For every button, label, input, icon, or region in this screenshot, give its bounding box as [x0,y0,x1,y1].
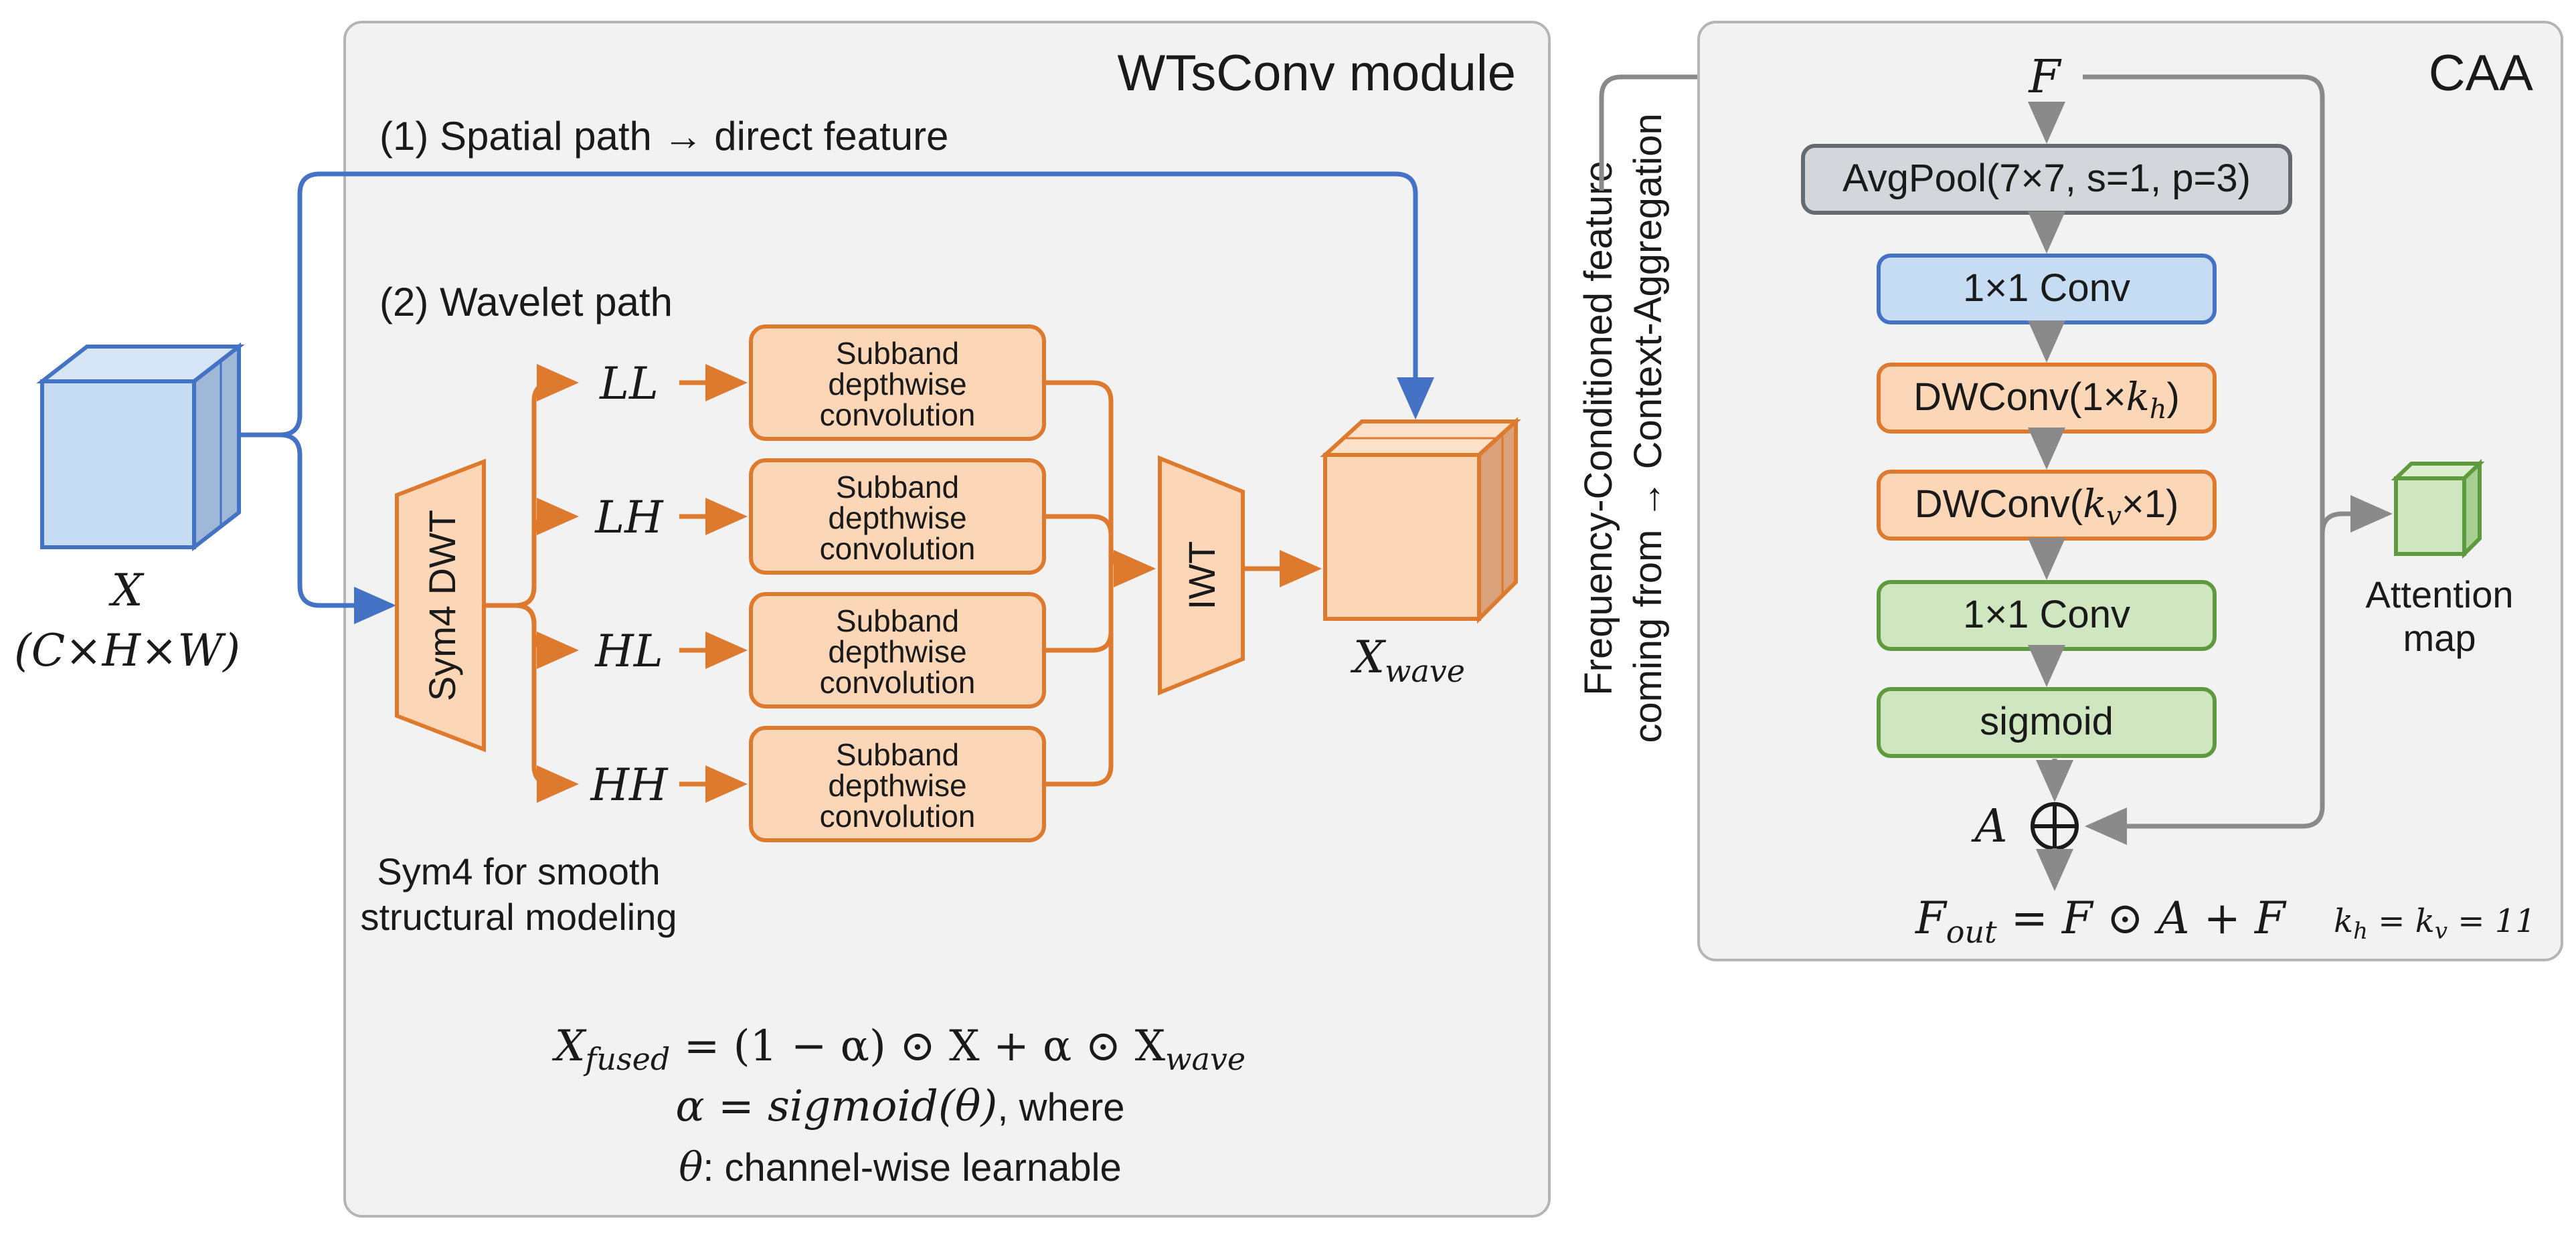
caa-block-2: DWConv(1×kh) [1877,363,2217,434]
feature-feed-arrow [1599,58,2006,191]
caa-title: CAA [2429,45,2534,102]
caa-block-1: 1×1 Conv [1877,254,2217,324]
subband-conv-text: Subband [836,336,959,371]
wtsconv-title: WTsConv module [1117,45,1516,102]
subband-conv-text: depthwise [828,500,966,535]
caa-block-label: 1×1 Conv [1963,593,2130,636]
attention-map-label-line2: map [2403,617,2476,659]
input-symbol: X [108,565,145,616]
caa-block-3: DWConv(kv×1) [1877,470,2217,541]
subband-rows: LLSubbanddepthwiseconvolutionLHSubbandde… [590,324,1046,842]
attention-map-arrow [2320,495,2393,535]
output-symbol: Xwave [1350,632,1465,689]
spatial-path-arrow [239,171,1434,438]
caa-block-4: 1×1 Conv [1877,580,2217,651]
iwt-block [1158,455,1245,696]
subband-conv-text: Subband [836,737,959,772]
wavelet-path-label: (2) Wavelet path [379,280,673,324]
caa-block-label: sigmoid [1980,700,2114,743]
caa-block-label: DWConv(kv×1) [1915,481,2179,532]
residual-add-icon [2031,802,2079,850]
spatial-path-label: (1) Spatial path → direct feature [379,114,948,159]
sym4-note-line1: Sym4 for smooth [377,850,660,892]
attention-map-label-line1: Attention [2365,573,2513,615]
subband-conv-text: Subband [836,603,959,638]
subband-conv-text: depthwise [828,768,966,803]
subband-label-ll: LL [599,358,659,409]
sym4-note-line2: structural modeling [360,896,677,938]
residual-branch-arrow [2083,74,2325,845]
fusion-formula-line1: Xfused = (1 − α) ⊙ X + α ⊙ Xwave [551,1022,1246,1077]
subband-conv-text: convolution [820,665,976,700]
subband-conv-text: depthwise [828,634,966,669]
caa-block-label: DWConv(1×kh) [1913,374,2180,425]
attention-map-cube [2391,458,2485,559]
dwt-block [395,458,486,753]
subband-label-hh: HH [590,759,669,811]
subband-conv-text: convolution [820,799,976,834]
dwt-label: Sym4 DWT [421,510,463,701]
subband-label-lh: LH [594,492,664,543]
output-tensor-cube [1320,417,1521,624]
attention-symbol: A [1970,800,2007,853]
caa-input-symbol: F [2027,51,2062,104]
iwt-label: IWT [1181,541,1223,610]
subband-conv-text: Subband [836,470,959,504]
subband-conv-text: convolution [820,531,976,566]
caa-blocks: AvgPool(7×7, s=1, p=3)1×1 ConvDWConv(1×k… [1801,102,2292,802]
wavelet-path-arrow [279,432,396,624]
fusion-formula-line2: α = sigmoid(θ), where [675,1082,1124,1131]
fusion-formula-line3: θ: channel-wise learnable [679,1144,1122,1191]
subband-label-hl: HL [594,626,663,677]
input-shape: (C×H×W) [14,625,240,676]
caa-block-5: sigmoid [1877,687,2217,758]
side-label-line1: Frequency-Conditioned feature [1577,161,1620,696]
caa-block-0: AvgPool(7×7, s=1, p=3) [1801,144,2292,215]
input-tensor-cube [36,342,245,552]
subband-conv-text: depthwise [828,367,966,401]
dwt-fanout-arrows [484,364,579,803]
side-label-line2: coming from → Context-Aggregation [1626,113,1670,743]
caa-block-label: 1×1 Conv [1963,266,2130,310]
caa-block-box [1877,687,2217,758]
subband-conv-text: convolution [820,397,976,432]
kernel-size-formula: kh = kv = 11 [2334,902,2536,945]
merge-arrows [1044,380,1156,787]
caa-output-formula: Fout = F ⊙ A + F [1915,892,2287,950]
caa-block-label: AvgPool(7×7, s=1, p=3) [1842,157,2251,200]
